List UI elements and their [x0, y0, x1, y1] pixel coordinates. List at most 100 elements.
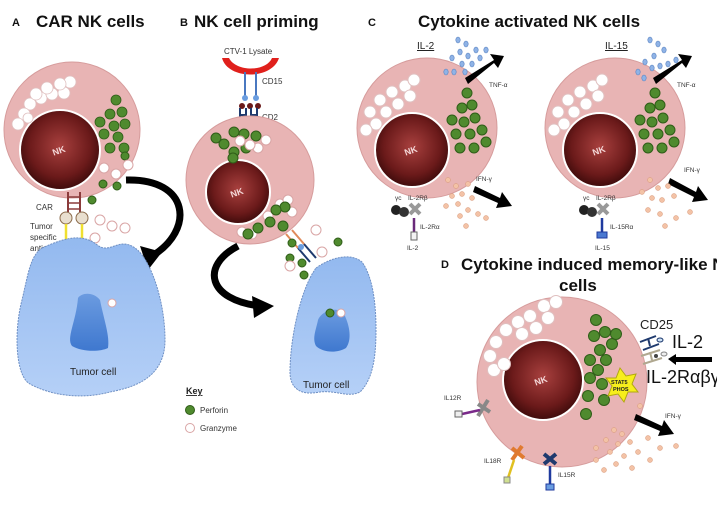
key-perforin-swatch — [185, 405, 195, 415]
released-granules-b — [284, 224, 343, 280]
gamma-c-label-right: γc — [583, 195, 590, 202]
perforin-cluster-c-right — [634, 87, 680, 154]
panel-b: B NK cell priming CTV-1 Lysate CD15 CD2 … — [180, 12, 377, 433]
panel-letter-a: A — [12, 17, 20, 29]
panel-d-title-line1: Cytokine induced memory-like NK — [461, 255, 717, 274]
il18r-label: IL18R — [484, 458, 502, 465]
key-perforin-label: Perforin — [200, 406, 228, 415]
il2rb-label-left: IL-2Rβ — [408, 195, 428, 202]
stat5-label: STAT5 — [611, 380, 628, 386]
perforin-cluster-d — [580, 314, 622, 420]
tumor-nucleus-b — [314, 309, 350, 352]
granzyme-cluster — [11, 75, 77, 131]
stat5-phos-star — [605, 366, 639, 404]
il12r-label: IL12R — [444, 395, 462, 402]
cd2-label: CD2 — [262, 113, 279, 122]
phos-label: PHOS — [613, 387, 629, 393]
il2-subtitle: IL-2 — [417, 41, 435, 52]
il15-cytokine-label: IL-15 — [595, 245, 610, 252]
cd15-cd2-receptors — [239, 72, 261, 122]
panel-a-title: CAR NK cells — [36, 12, 145, 31]
nk-nucleus-c-right — [562, 112, 638, 188]
panel-d-title-line2: cells — [559, 276, 597, 295]
lysate-label: CTV-1 Lysate — [224, 47, 273, 56]
il15-subtitle: IL-15 — [605, 41, 628, 52]
nk-nucleus-c-left — [374, 112, 450, 188]
ifn-arrow-left — [473, 186, 512, 208]
panel-b-title: NK cell priming — [194, 12, 319, 31]
granule-cluster-top-b — [210, 126, 272, 164]
panel-a: A CAR NK cells — [3, 12, 184, 397]
il2-activated-cell: IL-2 TNF-α IFN-γ — [356, 36, 512, 252]
il2-label-d: IL-2 — [672, 332, 703, 352]
tnf-arrow-left — [465, 54, 504, 84]
panel-c-title: Cytokine activated NK cells — [418, 12, 640, 31]
panel-letter-c: C — [368, 17, 376, 29]
antigen-label-line1: Tumor — [30, 222, 53, 231]
il2-receptor-complex — [391, 202, 422, 241]
il2ra-label: IL-2Rα — [420, 224, 440, 231]
perforin-cluster — [94, 94, 131, 154]
il15-activated-cell: IL-15 TNF-α IFN-γ — [544, 36, 708, 252]
key-granzyme-label: Granzyme — [200, 424, 237, 433]
panel-c: C Cytokine activated NK cells IL-2 — [356, 12, 708, 252]
ifn-arrow-right — [668, 178, 708, 202]
il12r-receptor — [454, 398, 492, 418]
panel-letter-d: D — [441, 259, 449, 271]
tnf-vesicles-right — [635, 36, 679, 82]
il2-input-arrow — [668, 354, 712, 365]
tnf-label-right: TNF-α — [677, 82, 696, 89]
car-label: CAR — [36, 203, 53, 212]
gamma-c-label-left: γc — [395, 195, 402, 202]
nk-label-d: NK — [533, 374, 549, 388]
cd15-label: CD15 — [262, 77, 283, 86]
arrow-head-a — [140, 246, 162, 270]
ifn-arrow-d — [634, 414, 674, 436]
tumor-cell-label-a: Tumor cell — [70, 367, 116, 378]
tnf-label-left: TNF-α — [489, 82, 508, 89]
nk-label-c-left: NK — [403, 144, 419, 158]
ctv1-lysate — [222, 58, 279, 75]
nk-label-c-right: NK — [591, 144, 607, 158]
il2-cytokine-label: IL-2 — [407, 245, 419, 252]
ifn-vesicles-left — [443, 177, 489, 229]
legend-key: Key Perforin Granzyme — [185, 386, 237, 433]
cd25-label: CD25 — [640, 317, 673, 332]
tumor-nucleus-a — [70, 293, 109, 351]
curved-arrow-a — [125, 176, 184, 259]
il15ra-label: IL-15Rα — [610, 224, 634, 231]
arrow-head-b — [252, 296, 274, 318]
nk-label-b: NK — [229, 186, 245, 200]
granzyme-cluster-c-left — [359, 73, 421, 137]
il2rb-label-right: IL-2Rβ — [596, 195, 616, 202]
il2-receptor-label: IL-2Rαβγ — [646, 367, 717, 387]
car-receptor — [59, 192, 89, 240]
antigen-label-line2: specific — [30, 233, 57, 242]
cd25-receptor — [639, 335, 668, 365]
granzyme-in-tumor-b — [336, 308, 346, 318]
tumor-cell-label-b: Tumor cell — [303, 380, 349, 391]
ifn-label-right: IFN-γ — [684, 167, 701, 174]
curved-arrow-b — [210, 242, 261, 310]
il15r-receptor — [542, 452, 558, 491]
granzyme-cluster-c-right — [547, 73, 609, 137]
granzyme-cluster-d — [483, 295, 563, 377]
il18r-receptor — [503, 444, 526, 484]
tnf-vesicles-left — [443, 36, 489, 76]
ifn-vesicles-d — [593, 403, 679, 473]
key-granzyme-swatch — [185, 423, 195, 433]
nk-label-a: NK — [51, 144, 67, 158]
panel-letter-b: B — [180, 17, 188, 29]
ifn-label-left: IFN-γ — [476, 176, 493, 183]
panel-d: D Cytokine induced memory-like NK cells … — [441, 255, 717, 491]
tnf-arrow-right — [653, 54, 692, 84]
perforin-cluster-c-left — [446, 87, 492, 154]
granzyme-in-tumor — [107, 298, 117, 308]
key-title: Key — [186, 386, 203, 396]
nk-nucleus-d — [502, 339, 584, 421]
il15r-label: IL15R — [558, 472, 576, 479]
ifn-vesicles-right — [639, 177, 693, 229]
nk-nucleus — [19, 109, 101, 191]
il15-receptor-complex — [579, 202, 610, 239]
